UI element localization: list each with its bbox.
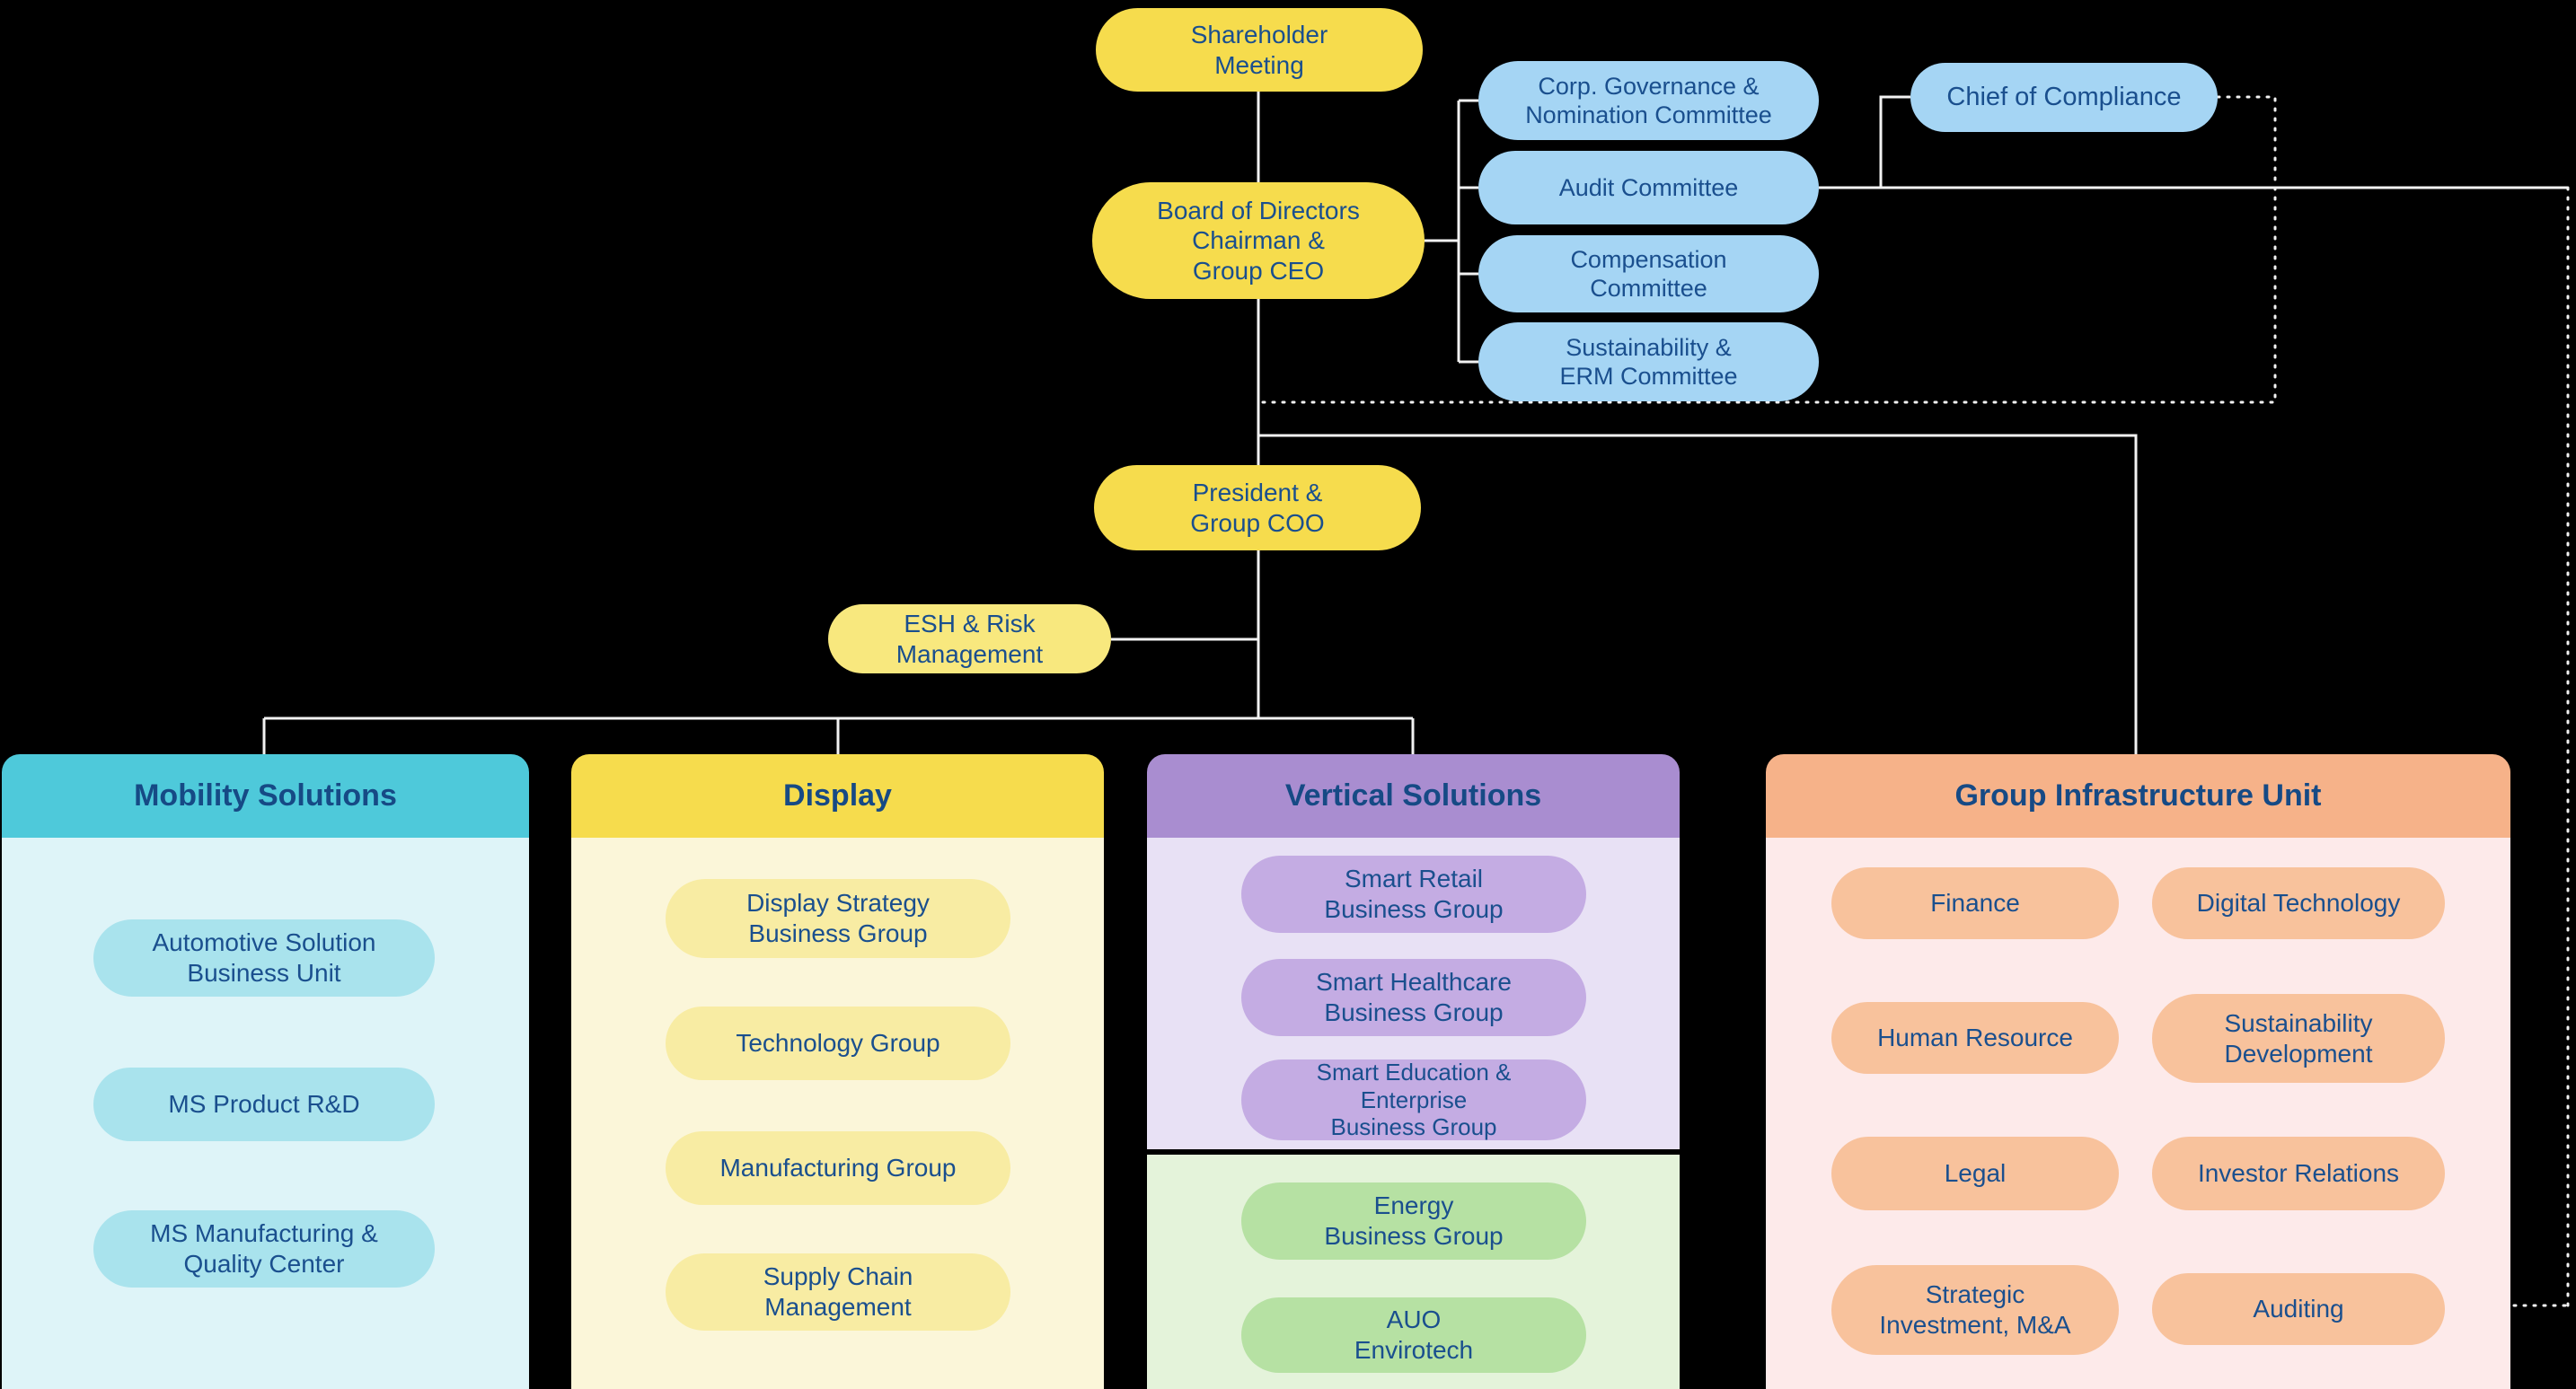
node-label: Legal: [1944, 1159, 2007, 1188]
committee-compensation: Compensation Committee: [1478, 235, 1819, 312]
display-header: Display: [571, 754, 1104, 838]
node-finance: Finance: [1831, 867, 2119, 939]
dotted-chief-compliance-spine: [1257, 95, 2277, 404]
node-label: Smart Healthcare Business Group: [1316, 968, 1512, 1026]
node-label: Human Resource: [1877, 1024, 2073, 1052]
column-title: Group Infrastructure Unit: [1954, 778, 2322, 813]
line-audit-chief-compliance: [1879, 95, 1910, 188]
node-label: Shareholder Meeting: [1190, 20, 1328, 79]
node-label: Finance: [1930, 889, 2020, 918]
node-manufacturing-group: Manufacturing Group: [666, 1131, 1010, 1205]
node-esh-risk-management: ESH & Risk Management: [828, 604, 1111, 673]
line-branch-giu: [1258, 434, 2138, 754]
node-legal: Legal: [1831, 1137, 2119, 1210]
node-label: Chief of Compliance: [1946, 83, 2182, 112]
column-title: Vertical Solutions: [1284, 778, 1542, 813]
node-label: Strategic Investment, M&A: [1879, 1280, 2071, 1339]
node-digital-technology: Digital Technology: [2152, 867, 2445, 939]
committee-audit: Audit Committee: [1478, 151, 1819, 224]
node-label: Sustainability & ERM Committee: [1559, 333, 1738, 390]
node-label: Digital Technology: [2196, 889, 2401, 918]
node-sustainability-development: Sustainability Development: [2152, 994, 2445, 1083]
node-label: ESH & Risk Management: [895, 609, 1044, 668]
node-board-of-directors: Board of Directors Chairman & Group CEO: [1092, 182, 1425, 299]
node-shareholder-meeting: Shareholder Meeting: [1096, 8, 1423, 92]
node-strategic-investment-ma: Strategic Investment, M&A: [1831, 1265, 2119, 1355]
node-label: Automotive Solution Business Unit: [152, 928, 376, 987]
node-investor-relations: Investor Relations: [2152, 1137, 2445, 1210]
node-smart-education-enterprise-business-group: Smart Education & Enterprise Business Gr…: [1241, 1059, 1586, 1140]
node-smart-retail-business-group: Smart Retail Business Group: [1241, 856, 1586, 933]
node-label: Board of Directors Chairman & Group CEO: [1157, 196, 1360, 285]
node-label: Audit Committee: [1558, 173, 1739, 201]
node-display-strategy-business-group: Display Strategy Business Group: [666, 879, 1010, 958]
node-label: Investor Relations: [2197, 1159, 2400, 1188]
node-label: President & Group COO: [1190, 478, 1325, 537]
node-label: Auditing: [2253, 1295, 2344, 1323]
node-president-group-coo: President & Group COO: [1094, 465, 1421, 550]
node-human-resource: Human Resource: [1831, 1002, 2119, 1074]
node-label: Corp. Governance & Nomination Committee: [1525, 72, 1772, 128]
node-label: Smart Retail Business Group: [1324, 865, 1504, 923]
node-label: Smart Education & Enterprise Business Gr…: [1316, 1059, 1512, 1141]
node-chief-of-compliance: Chief of Compliance: [1910, 63, 2218, 132]
node-label: MS Product R&D: [168, 1090, 360, 1119]
node-supply-chain-management: Supply Chain Management: [666, 1253, 1010, 1331]
node-label: Supply Chain Management: [763, 1262, 913, 1321]
node-ms-product-rd: MS Product R&D: [93, 1068, 435, 1141]
node-smart-healthcare-business-group: Smart Healthcare Business Group: [1241, 959, 1586, 1036]
node-label: MS Manufacturing & Quality Center: [150, 1219, 378, 1278]
column-title: Mobility Solutions: [134, 778, 397, 813]
committee-corp-governance-nomination: Corp. Governance & Nomination Committee: [1478, 61, 1819, 140]
node-label: Compensation Committee: [1570, 245, 1727, 302]
column-title: Display: [783, 778, 892, 813]
giu-header: Group Infrastructure Unit: [1766, 754, 2510, 838]
node-label: AUO Envirotech: [1354, 1305, 1474, 1364]
node-label: Energy Business Group: [1324, 1191, 1504, 1250]
node-label: Display Strategy Business Group: [746, 889, 930, 947]
mobility-solutions-header: Mobility Solutions: [2, 754, 529, 838]
committee-sustainability-erm: Sustainability & ERM Committee: [1478, 322, 1819, 401]
solid-connectors: [262, 92, 2568, 754]
node-label: Technology Group: [736, 1029, 940, 1058]
node-automotive-solution-business-unit: Automotive Solution Business Unit: [93, 919, 435, 997]
node-technology-group: Technology Group: [666, 1007, 1010, 1080]
node-auo-envirotech: AUO Envirotech: [1241, 1297, 1586, 1373]
node-label: Sustainability Development: [2224, 1008, 2373, 1068]
node-label: Manufacturing Group: [719, 1154, 957, 1182]
node-auditing: Auditing: [2152, 1273, 2445, 1345]
node-energy-business-group: Energy Business Group: [1241, 1182, 1586, 1260]
node-ms-manufacturing-quality-center: MS Manufacturing & Quality Center: [93, 1210, 435, 1288]
vertical-solutions-header: Vertical Solutions: [1147, 754, 1680, 838]
